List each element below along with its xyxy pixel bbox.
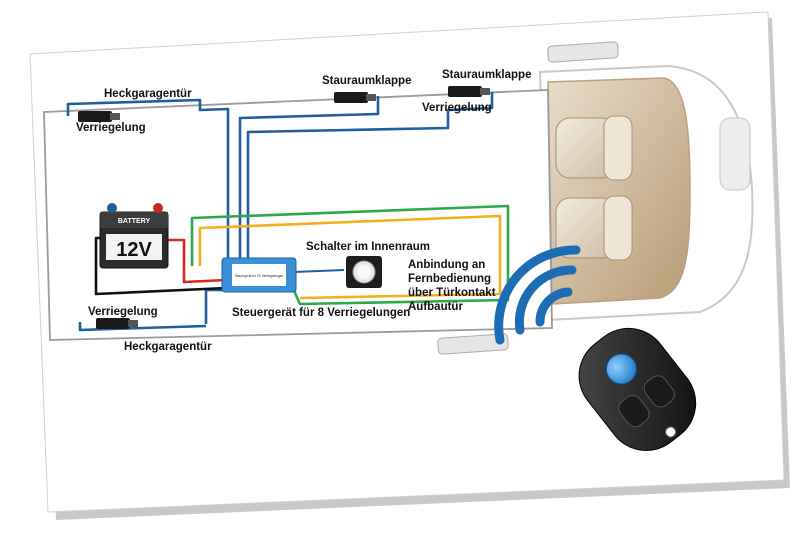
lock-actuator-icon: [78, 111, 120, 122]
label-heckgaragentuer-top: Heckgaragentür: [104, 88, 192, 100]
car-key-remote-icon: [578, 327, 697, 451]
battery-icon: BATTERY 12V: [99, 203, 169, 269]
label-stauraumklappe-2: Stauraumklappe: [442, 69, 532, 81]
red-wire: [160, 238, 227, 284]
blue-wire: [238, 96, 380, 262]
blue-wire: [66, 98, 230, 262]
label-verriegelung-mid: Verriegelung: [422, 102, 492, 114]
lock-actuator-icon: [448, 86, 490, 97]
label-verriegelung-bottom: Verriegelung: [88, 306, 158, 318]
label-schalter: Schalter im Innenraum: [306, 241, 430, 253]
push-switch-icon: [346, 256, 382, 288]
blue-wire: [246, 92, 494, 262]
label-steuergeraet: Steuergerät für 8 Verriegelungen: [232, 307, 411, 319]
wires: [66, 92, 510, 332]
seat-icon: [555, 115, 633, 181]
switch-wire: [293, 269, 345, 273]
label-anbindung: Anbindung an Fernbedienung über Türkonta…: [408, 259, 496, 313]
controller-icon: Steuergerät für ZV Verriegelungen: [221, 257, 297, 293]
battery-voltage: 12V: [116, 239, 152, 261]
label-heckgaragentuer-bottom: Heckgaragentür: [124, 341, 212, 353]
blue-wire: [78, 322, 207, 332]
wireless-signal-icon: [494, 245, 581, 345]
label-verriegelung-top: Verriegelung: [76, 122, 146, 134]
green-wire: [190, 204, 510, 306]
yellow-wire: [198, 214, 502, 300]
battery-text: BATTERY: [118, 218, 151, 225]
controller-text: Steuergerät für ZV Verriegelungen: [235, 274, 284, 278]
lock-actuator-icon: [96, 318, 138, 329]
seat-icon: [555, 195, 633, 261]
label-stauraumklappe-1: Stauraumklappe: [322, 75, 412, 87]
lock-actuator-icon: [334, 92, 376, 103]
